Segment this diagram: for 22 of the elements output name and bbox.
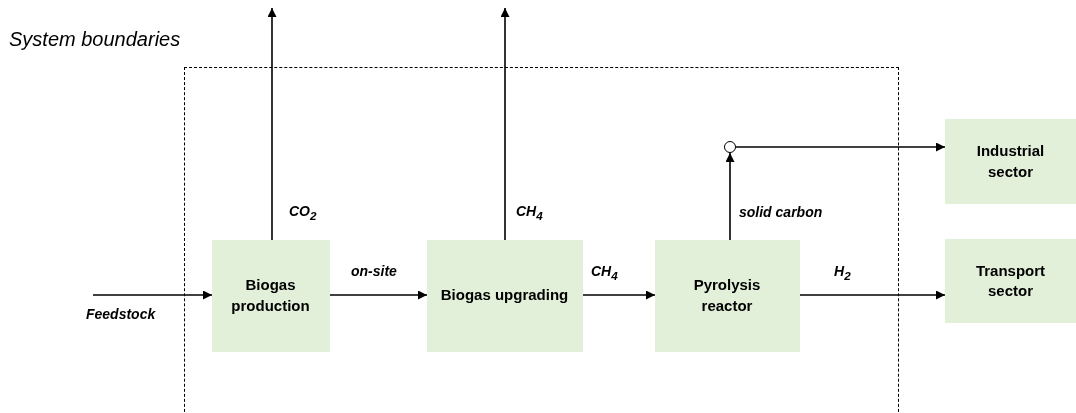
arrow: [500, 7, 510, 241]
arrow: [725, 152, 735, 241]
boundary-label: System boundaries: [9, 28, 181, 51]
edge-label: CH$_{4}$: [515, 203, 544, 222]
arrow: [92, 290, 213, 300]
process-box: Biogas production: [211, 239, 330, 352]
process-box: Biogas upgrading: [426, 239, 583, 352]
edge-label: CO$_{2}$: [288, 203, 318, 222]
arrow: [267, 7, 277, 241]
arrow: [735, 142, 946, 152]
edge-label: solid carbon: [738, 204, 824, 220]
process-box: Transport sector: [945, 239, 1076, 323]
edge-label: CH$_{4}$: [590, 263, 619, 282]
arrow: [582, 290, 656, 300]
edge-label: H$_{2}$: [833, 263, 852, 282]
process-box: Industrial sector: [945, 119, 1076, 204]
junction-circle: [723, 140, 736, 153]
arrow: [329, 290, 428, 300]
arrow: [799, 290, 946, 300]
process-box: Pyrolysis reactor: [654, 239, 800, 352]
edge-label: on-site: [350, 263, 398, 279]
edge-label: Feedstock: [85, 306, 157, 322]
